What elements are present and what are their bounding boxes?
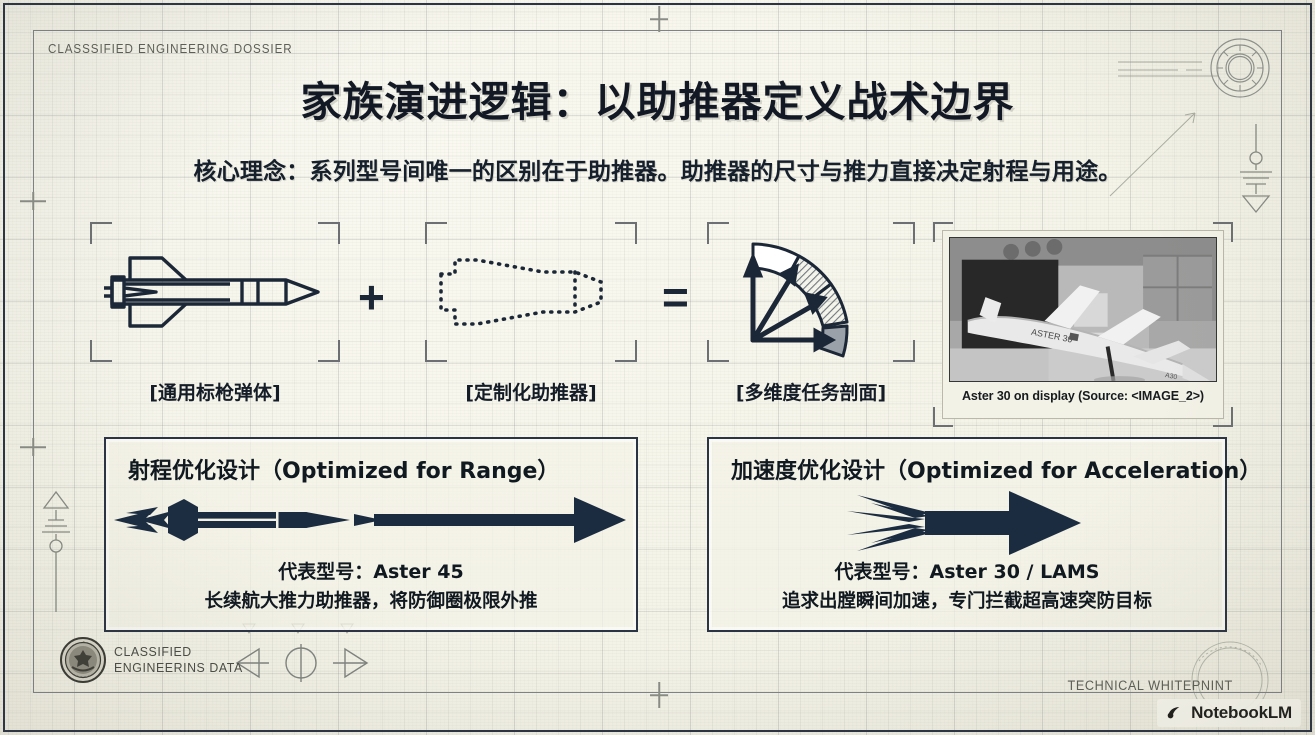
registration-crosshair-top (650, 6, 668, 32)
bracket-frame (425, 222, 637, 362)
classified-stamp-line1: CLASSIFIED (114, 644, 192, 659)
page-title: 家族演进逻辑：以助推器定义战术边界 (300, 78, 1015, 126)
equation-item-booster: [定制化助推器] (425, 222, 637, 405)
bracket-frame (933, 222, 1233, 427)
classified-seal-icon (60, 637, 106, 683)
equation-caption-mission-profile: [多维度任务剖面] (735, 382, 887, 404)
missile-outline-icon (104, 256, 320, 328)
equation-item-airframe: [通用标枪弹体] (90, 222, 340, 405)
bracket-frame (90, 222, 340, 362)
classified-data-stamp: CLASSIFIED ENGINEERINS DATA (114, 644, 243, 676)
notebooklm-logo-icon (1167, 706, 1180, 718)
dossier-header-label: CLASSSIFIED ENGINEERING DOSSIER (48, 42, 293, 56)
booster-dotted-outline-icon (439, 258, 603, 326)
panel-title: 射程优化设计（Optimized for Range） (128, 459, 560, 484)
page-subtitle: 核心理念：系列型号间唯一的区别在于助推器。助推器的尺寸与推力直接决定射程与用途。 (193, 159, 1122, 185)
classified-stamp-line2: ENGINEERINS DATA (114, 660, 243, 675)
panel-graphic (709, 489, 1225, 555)
panel-model: 代表型号：Aster 30 / LAMS (834, 561, 1100, 583)
registration-crosshair-left-upper (20, 192, 46, 210)
panel-description: 长续航大推力助推器，将防御圈极限外推 (204, 591, 538, 612)
panel-optimized-for-range: 射程优化设计（Optimized for Range） (104, 437, 638, 632)
svg-text:A30: A30 (1164, 372, 1178, 381)
registration-crosshair-left-lower (20, 438, 46, 456)
equation-item-mission-profile: [多维度任务剖面] (707, 222, 915, 405)
bracket-frame (707, 222, 915, 362)
panel-model: 代表型号：Aster 45 (278, 561, 464, 583)
equation-operator-equals: = (662, 271, 689, 323)
photo-caption: Aster 30 on display (Source: <IMAGE_2>) (961, 389, 1204, 403)
datum-target-symbol (235, 644, 369, 682)
registration-crosshair-bottom (650, 682, 668, 708)
technical-blueprint-label: TECHNICAL WHITEPNINT (1067, 678, 1233, 693)
reference-photo-card: ASTER 30 A30 Aster 30 on display (Source… (933, 222, 1233, 427)
equation-caption-booster: [定制化助推器] (465, 382, 597, 404)
concept-equation-row: [通用标枪弹体] + [定制化助推器] = (90, 222, 930, 422)
aster-30-photo: ASTER 30 A30 (949, 237, 1217, 382)
notebooklm-label: NotebookLM (1191, 703, 1292, 722)
panel-description: 追求出膛瞬间加速，专门拦截超高速突防目标 (781, 591, 1152, 612)
long-range-missile-arrow-icon (114, 497, 626, 543)
panel-graphic (106, 489, 636, 551)
fast-acceleration-arrow-icon (847, 491, 1081, 555)
notebooklm-badge: NotebookLM (1157, 699, 1301, 727)
panel-optimized-for-acceleration: 加速度优化设计（Optimized for Acceleration） 代表型号… (707, 437, 1262, 632)
equation-caption-airframe: [通用标枪弹体] (149, 382, 281, 404)
mission-profile-fan-icon (742, 242, 849, 358)
photo-inner-frame: ASTER 30 A30 Aster 30 on display (Source… (942, 230, 1224, 419)
equation-operator-plus: + (358, 271, 385, 323)
panel-title: 加速度优化设计（Optimized for Acceleration） (731, 459, 1262, 484)
capacitor-ground-symbol-left (42, 490, 70, 612)
